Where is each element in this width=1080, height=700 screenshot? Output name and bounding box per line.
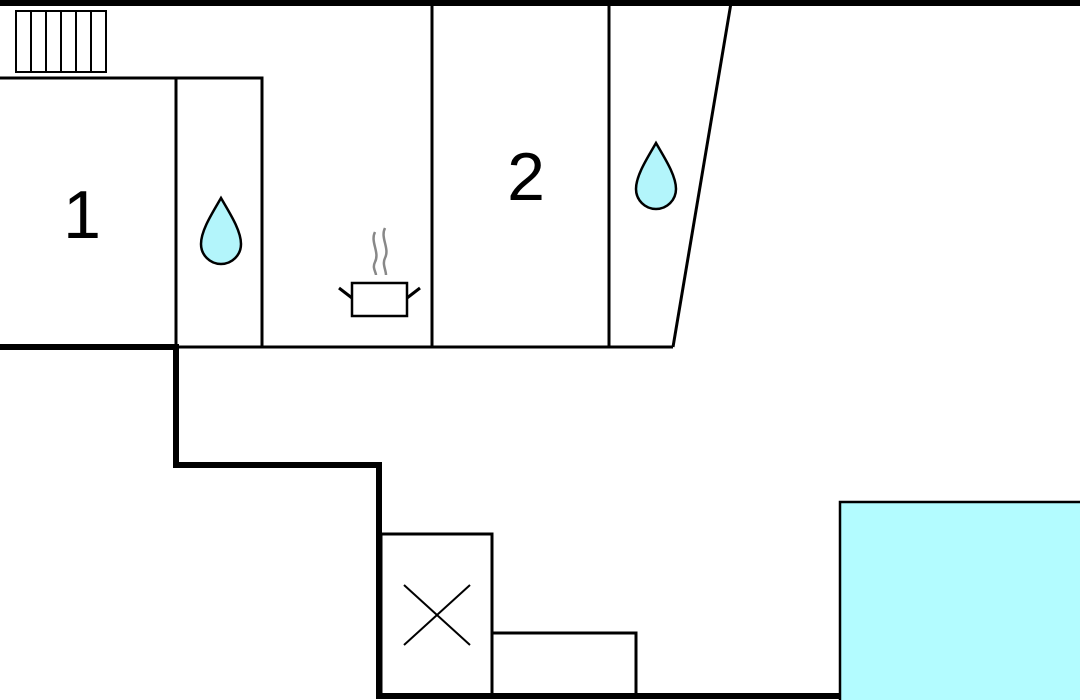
slanted-wall (671, 2, 733, 348)
bedroom-1-wall (0, 76, 264, 347)
stove-x-icon (403, 584, 471, 646)
cooking-pot-icon (338, 227, 421, 318)
utility-box (379, 532, 494, 698)
radiator-icon (15, 10, 107, 73)
water-drop-icon (199, 195, 243, 266)
pool (838, 500, 1080, 700)
room-label-1: 1 (63, 177, 101, 253)
water-drop-icon (634, 140, 678, 211)
counter-box (490, 631, 638, 698)
inner-walls (0, 2, 733, 698)
room-label-2: 2 (507, 139, 545, 215)
